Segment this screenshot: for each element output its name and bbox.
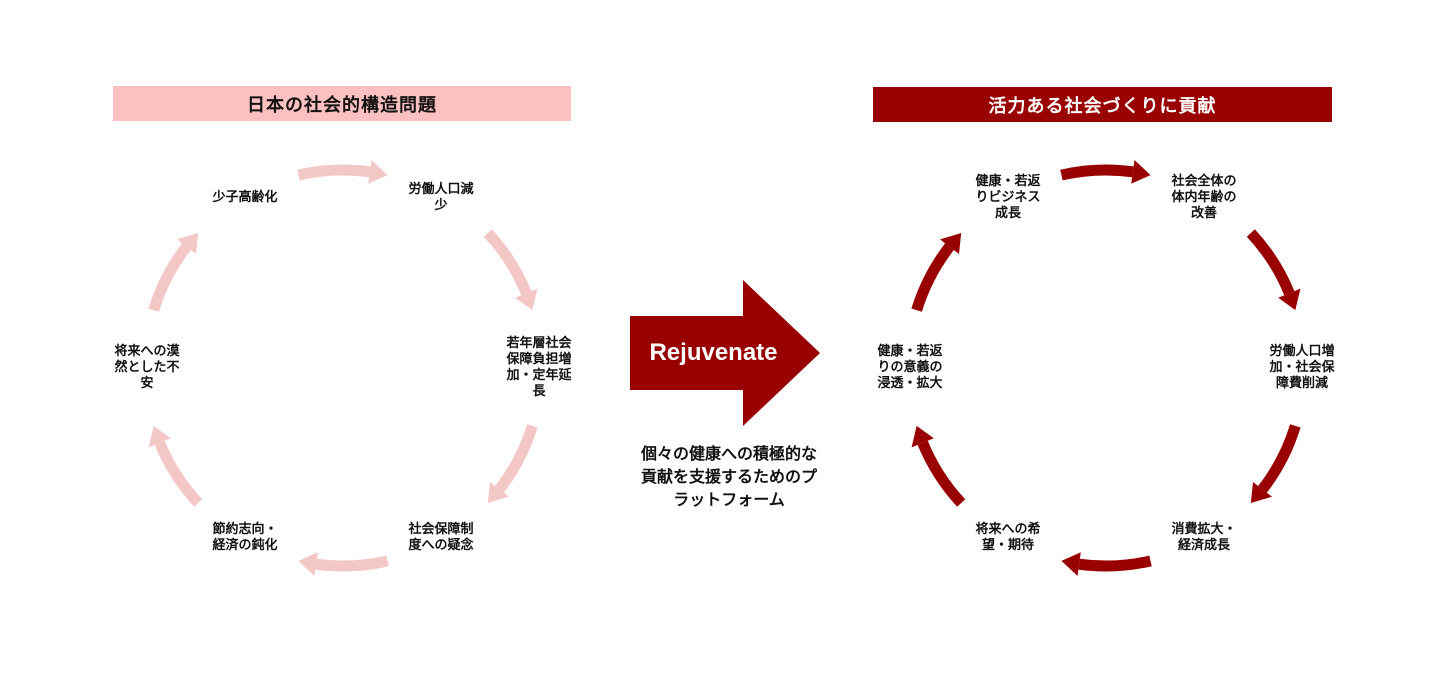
node-label-line: 将来への漠	[114, 344, 180, 359]
cycle-arrow-shaft-2	[495, 424, 538, 493]
node-label-line: 健康・若返	[877, 344, 943, 359]
node-label-line: 加・社会保	[1269, 360, 1335, 375]
caption-line: ラットフォーム	[673, 490, 785, 509]
node-label-line: 浸透・拡大	[877, 376, 943, 391]
node-label-line: 少子高齢化	[212, 190, 278, 206]
right-cycle-node-3: 消費拡大・経済成長	[1171, 522, 1236, 554]
rejuvenate-arrow	[630, 280, 820, 426]
node-label-line: りの意義の	[877, 360, 943, 375]
left-cycle-node-2: 若年層社会保障負担増加・定年延長	[506, 336, 571, 400]
cycle-arrow-head-5	[177, 232, 199, 255]
node-label-line: りビジネス	[975, 190, 1041, 206]
cycle-arrow-head-2	[1250, 481, 1272, 504]
node-label-line: 望・期待	[981, 537, 1035, 553]
cycle-arrow-head-4	[148, 425, 171, 448]
cycle-arrow-shaft-4	[154, 440, 203, 507]
node-label-line: 社会保障制	[408, 521, 474, 537]
left-panel-title: 日本の社会的構造問題	[113, 86, 571, 121]
right-cycle-node-5: 健康・若返りの意義の浸透・拡大	[877, 344, 942, 392]
cycle-arrow-head-5	[940, 232, 962, 255]
cycle-arrow-shaft-3	[315, 555, 389, 572]
node-label-line: 然とした不	[114, 360, 180, 375]
cycle-arrow-shaft-0	[297, 164, 371, 181]
node-label-line: 健康・若返	[975, 174, 1041, 190]
cycle-arrow-head-1	[515, 288, 538, 311]
left-cycle-node-1: 労働人口減少	[408, 182, 473, 214]
cycle-arrow-head-2	[487, 481, 509, 504]
node-label-line: 経済の鈍化	[212, 537, 278, 553]
node-label-line: 労働人口増	[1269, 344, 1335, 359]
platform-caption: 個々の健康への積極的な 貢献を支援するためのプ ラットフォーム	[614, 442, 844, 511]
cycle-arrow-shaft-5	[148, 243, 191, 312]
node-label-line: 保障負担増	[506, 352, 572, 367]
node-label-line: 将来への希	[975, 521, 1041, 537]
cycle-arrow-head-3	[298, 552, 318, 577]
cycle-arrow-shaft-0	[1060, 164, 1134, 181]
node-label-line: 社会全体の	[1171, 174, 1237, 190]
node-label-line: 加・定年延	[506, 368, 572, 383]
node-label-line: 度への疑念	[408, 537, 474, 553]
cycle-arrow-shaft-4	[917, 440, 966, 507]
cycle-arrow-head-1	[1278, 288, 1301, 311]
caption-line: 個々の健康への積極的な	[640, 444, 817, 463]
node-label-line: 成長	[994, 206, 1022, 222]
cycle-arrow-shaft-1	[483, 229, 532, 296]
node-label-line: 少	[434, 198, 448, 214]
rejuvenate-arrow-shape	[630, 280, 820, 426]
cycle-arrow-shaft-2	[1258, 424, 1301, 493]
right-cycle-node-2: 労働人口増加・社会保障費削減	[1269, 344, 1334, 392]
right-panel-title: 活力ある社会づくりに貢献	[873, 87, 1332, 122]
cycle-arrow-shaft-1	[1246, 229, 1295, 296]
node-label-line: 安	[140, 376, 154, 391]
node-label-line: 節約志向・	[212, 521, 278, 537]
node-label-line: 改善	[1190, 206, 1218, 222]
caption-line: 貢献を支援するためのプ	[640, 467, 817, 486]
rejuvenate-label: Rejuvenate	[649, 339, 778, 366]
cycle-arrow-shaft-5	[911, 243, 954, 312]
cycle-arrow-head-4	[911, 425, 934, 448]
left-cycle-node-0: 少子高齢化	[212, 190, 277, 206]
cycle-arrow-head-0	[368, 159, 388, 184]
right-cycle-node-4: 将来への希望・期待	[975, 522, 1040, 554]
cycle-arrow-head-0	[1131, 159, 1151, 184]
cycle-arrow-head-3	[1061, 552, 1081, 577]
right-cycle-node-0: 健康・若返りビジネス成長	[975, 174, 1040, 222]
node-label-line: 障費削減	[1275, 376, 1329, 391]
node-label-line: 消費拡大・	[1171, 521, 1237, 537]
node-label-line: 労働人口減	[408, 182, 474, 198]
left-cycle-node-5: 将来への漠然とした不安	[114, 344, 179, 392]
node-label-line: 長	[532, 384, 546, 399]
node-label-line: 若年層社会	[506, 336, 572, 351]
right-cycle-node-1: 社会全体の体内年齢の改善	[1171, 174, 1236, 222]
node-label-line: 体内年齢の	[1171, 190, 1237, 206]
node-label-line: 経済成長	[1177, 537, 1231, 553]
cycle-arrow-shaft-3	[1078, 555, 1152, 572]
left-cycle-node-3: 社会保障制度への疑念	[408, 522, 473, 554]
left-cycle-node-4: 節約志向・経済の鈍化	[212, 522, 277, 554]
